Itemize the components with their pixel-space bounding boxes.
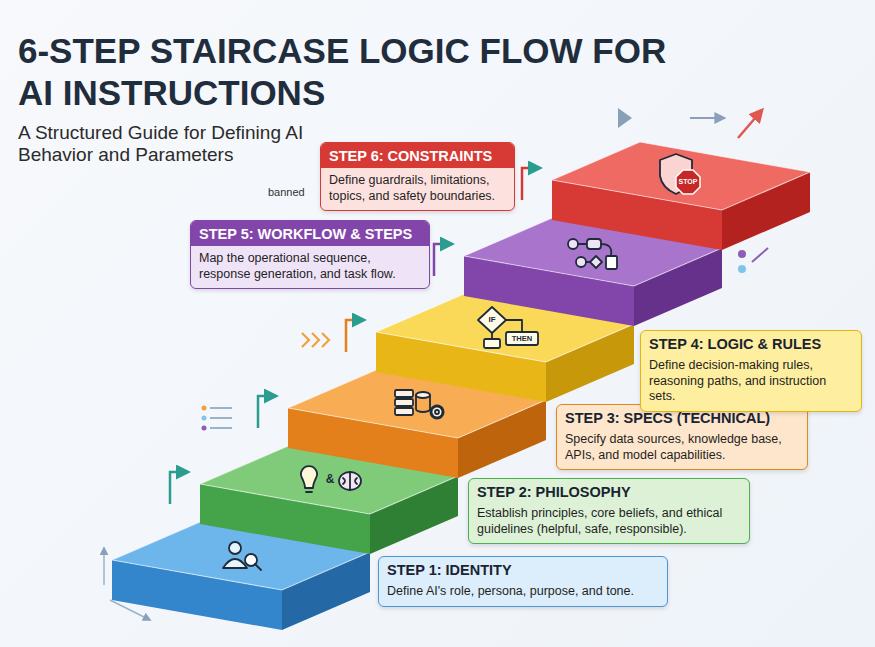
diagram-title: 6-STEP STAIRCASE LOGIC FLOW FOR AI INSTR…	[18, 30, 668, 114]
step-icon	[568, 239, 617, 269]
icon-label: THEN	[512, 334, 532, 343]
deco-dot	[738, 265, 746, 273]
decor-top-right	[618, 108, 762, 138]
step-icon	[395, 390, 443, 418]
step-box: STEP 5: WORKFLOW & STEPS Map the operatio…	[190, 220, 430, 289]
step-description: Define AI's role, persona, purpose, and …	[379, 582, 667, 606]
step-box: STEP 4: LOGIC & RULESDefine decision-mak…	[640, 330, 862, 412]
step-arrow	[258, 396, 276, 428]
chevron	[312, 333, 319, 347]
deco-dot	[202, 416, 207, 421]
step-description: Map the operational sequence, response g…	[191, 249, 429, 288]
step-icon	[223, 542, 261, 570]
step-box: STEP 2: PHILOSOPHYEstablish principles, …	[468, 478, 750, 544]
step-icon	[301, 466, 361, 492]
stop-sign-label: STOP	[679, 178, 698, 186]
deco-dot	[738, 250, 746, 258]
step-arrow	[434, 244, 452, 276]
step-description: Define decision-making rules, reasoning …	[641, 356, 861, 411]
deco-dot	[202, 406, 207, 411]
icon-symbol: &	[326, 473, 335, 487]
decor-dots	[738, 248, 768, 273]
step-description: Establish principles, core beliefs, and …	[469, 504, 749, 543]
axis-arrow	[103, 548, 105, 585]
step-heading: STEP 5: WORKFLOW & STEPS	[191, 221, 429, 246]
step-box: STEP 6: CONSTRAINTS Define guardrails, li…	[320, 142, 515, 211]
step-arrow	[522, 168, 540, 200]
step-box: STEP 3: SPECS (TECHNICAL)Specify data so…	[556, 404, 808, 470]
stray-word: banned	[268, 186, 305, 199]
step-icon	[478, 307, 538, 348]
step-arrow	[346, 320, 364, 352]
decor-list-lines	[202, 406, 233, 431]
subtitle: A Structured Guide for Defining AI Behav…	[18, 122, 338, 166]
step-arrows	[170, 168, 540, 504]
step-description: Define guardrails, limitations, topics, …	[321, 171, 514, 210]
deco-line	[210, 427, 232, 429]
decor-chevrons	[302, 333, 329, 347]
deco-arrow	[690, 117, 724, 119]
step-icon	[660, 154, 700, 194]
deco-line	[752, 248, 768, 262]
stair-block	[552, 142, 810, 250]
deco-line	[210, 417, 232, 419]
chevron	[322, 333, 329, 347]
step-heading: STEP 4: LOGIC & RULES	[641, 331, 861, 356]
step-description: Specify data sources, knowledge base, AP…	[557, 430, 807, 469]
step-box: STEP 1: IDENTITYDefine AI's role, person…	[378, 556, 668, 607]
play-triangle	[618, 108, 632, 128]
icon-label: IF	[488, 315, 495, 324]
step-heading: STEP 2: PHILOSOPHY	[469, 479, 749, 504]
step-heading: STEP 6: CONSTRAINTS	[321, 143, 514, 168]
deco-line	[210, 407, 232, 409]
deco-arrow	[738, 110, 762, 138]
deco-dot	[202, 426, 207, 431]
step-heading: STEP 1: IDENTITY	[379, 557, 667, 582]
step-arrow	[170, 472, 188, 504]
chevron	[302, 333, 309, 347]
stair-top	[552, 142, 810, 210]
